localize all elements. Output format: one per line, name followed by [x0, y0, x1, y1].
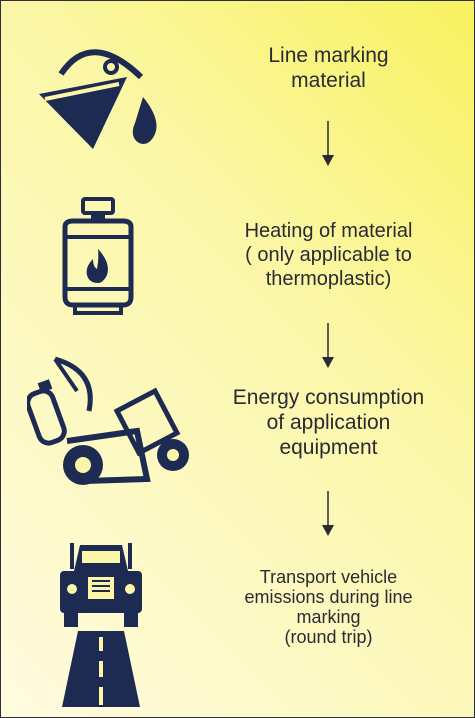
arrow-down-1	[322, 121, 334, 166]
truck-on-road-icon	[60, 543, 142, 707]
step-3-line-2: of application	[266, 411, 391, 435]
step-4-line-3: marking	[296, 607, 361, 628]
step-4-label: Transport vehicle emissions during line …	[196, 567, 461, 648]
arrow-down-3	[322, 491, 334, 536]
step-2-line-1: Heating of material	[244, 220, 413, 242]
step-1-line-1: Line marking	[268, 44, 389, 67]
gas-cylinder-icon	[62, 197, 134, 315]
step-2-label: Heating of material ( only applicable to…	[196, 219, 461, 291]
paint-bucket-icon	[39, 49, 157, 149]
step-3-label: Energy consumption of application equipm…	[196, 385, 461, 461]
arrow-down-2	[322, 323, 334, 368]
step-4-line-4: (round trip)	[284, 627, 373, 648]
step-2-line-2: ( only applicable to	[245, 244, 412, 266]
step-4-line-2: emissions during line	[244, 587, 413, 608]
step-3-line-3: equipment	[279, 436, 378, 460]
line-marking-machine-icon	[27, 356, 189, 485]
step-2-line-3: thermoplastic)	[265, 268, 392, 290]
step-1-label: Line marking material	[196, 43, 461, 93]
step-4-line-1: Transport vehicle	[259, 567, 398, 587]
step-3-line-1: Energy consumption	[232, 386, 425, 409]
step-1-line-2: material	[291, 69, 366, 93]
